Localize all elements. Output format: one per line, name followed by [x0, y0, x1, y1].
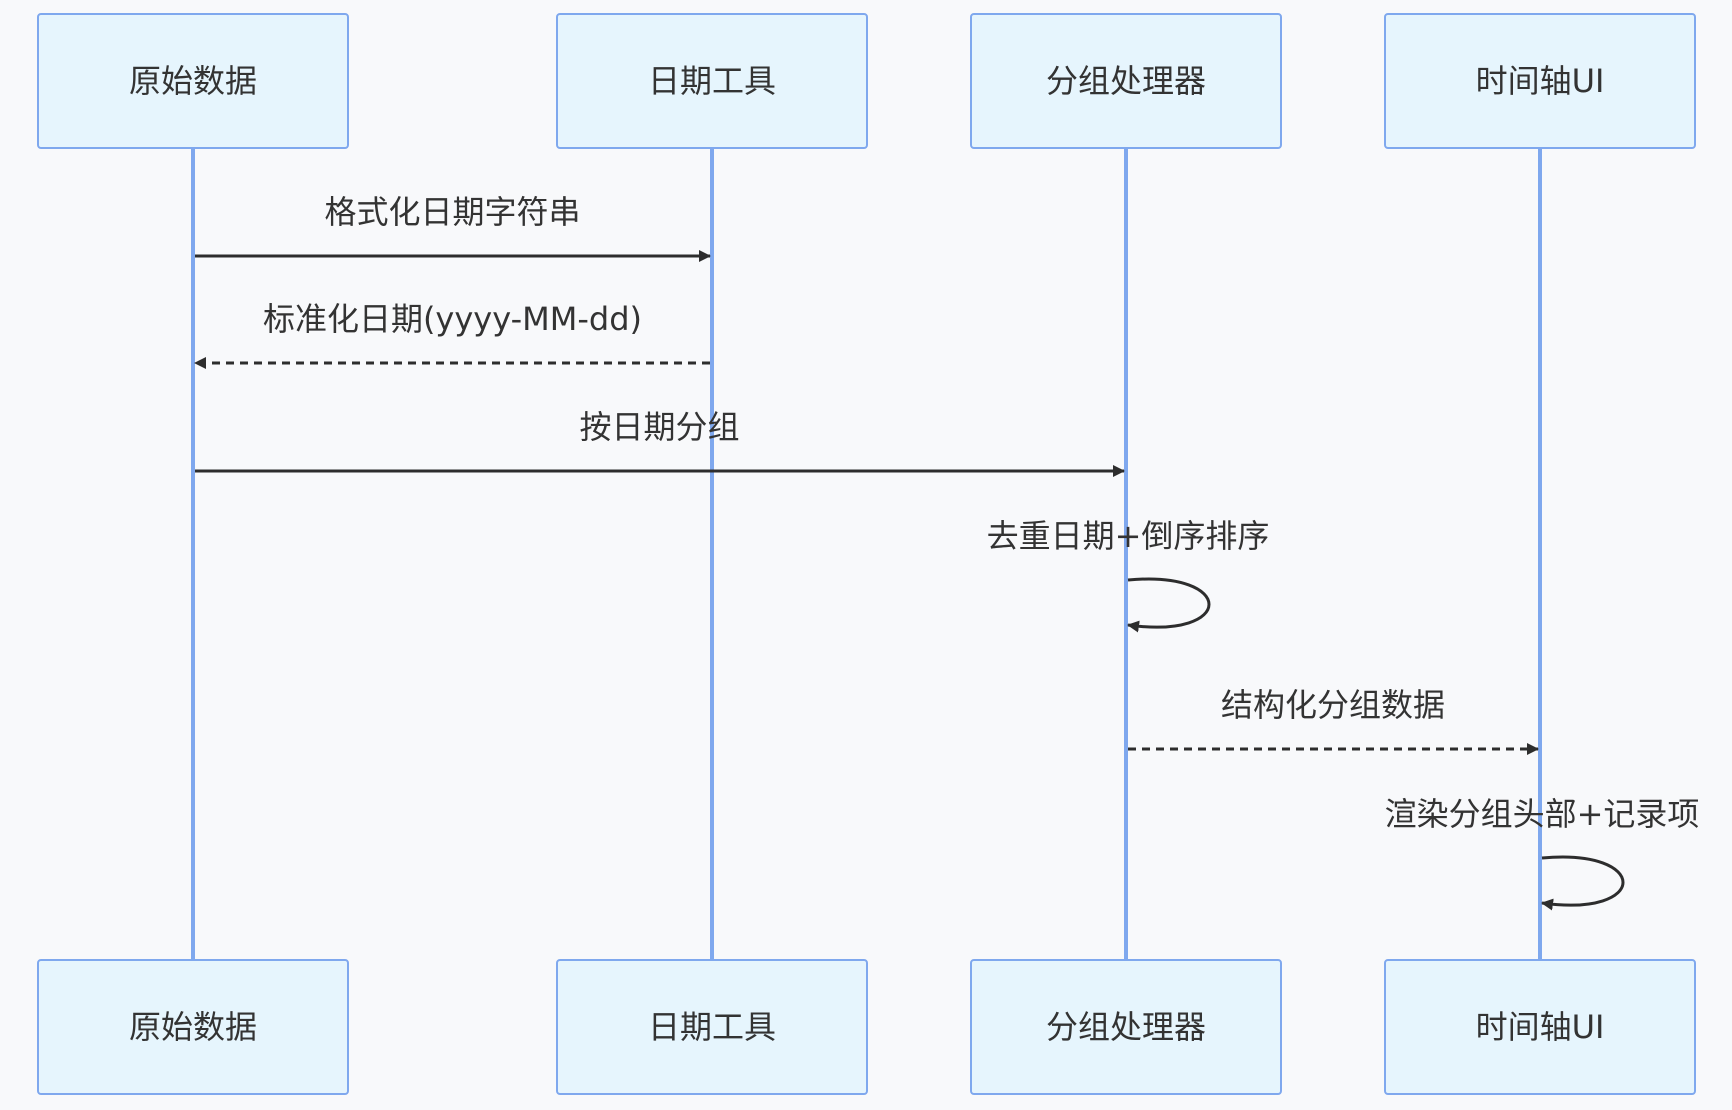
- participant-box: [556, 13, 868, 149]
- participant-top-2: 分组处理器: [970, 13, 1282, 149]
- participant-top-3: 时间轴UI: [1384, 13, 1696, 149]
- message-1: 标准化日期(yyyy-MM-dd): [194, 300, 710, 369]
- message-label: 去重日期+倒序排序: [987, 517, 1270, 555]
- participant-label: 分组处理器: [1046, 1008, 1206, 1046]
- message-2: 按日期分组: [195, 408, 1125, 477]
- message-label: 结构化分组数据: [1221, 686, 1445, 724]
- participant-box: [556, 959, 868, 1095]
- participant-box: [37, 959, 349, 1095]
- participant-box: [970, 959, 1282, 1095]
- message-label: 标准化日期(yyyy-MM-dd): [263, 300, 642, 338]
- message-0: 格式化日期字符串: [195, 193, 711, 262]
- participant-label: 时间轴UI: [1476, 1008, 1605, 1046]
- self-message-arrow: [1541, 855, 1625, 911]
- participant-box: [1384, 13, 1696, 149]
- participant-bottom-3: 时间轴UI: [1384, 959, 1696, 1095]
- message-label: 按日期分组: [579, 408, 739, 446]
- message-label: 渲染分组头部+记录项: [1385, 795, 1700, 833]
- participant-label: 原始数据: [129, 1008, 257, 1046]
- participant-top-1: 日期工具: [556, 13, 868, 149]
- participant-box: [37, 13, 349, 149]
- participant-top-0: 原始数据: [37, 13, 349, 149]
- participant-bottom-1: 日期工具: [556, 959, 868, 1095]
- participant-label: 日期工具: [648, 62, 776, 100]
- lifelines: [191, 148, 1542, 960]
- self-message-arrow: [1127, 577, 1211, 633]
- participant-label: 分组处理器: [1046, 62, 1206, 100]
- participant-label: 日期工具: [648, 1008, 776, 1046]
- message-label: 格式化日期字符串: [324, 193, 580, 231]
- message-4: 结构化分组数据: [1128, 686, 1539, 755]
- participant-label: 时间轴UI: [1476, 62, 1605, 100]
- message-5: 渲染分组头部+记录项: [1385, 795, 1700, 911]
- participant-bottom-2: 分组处理器: [970, 959, 1282, 1095]
- participant-bottom-0: 原始数据: [37, 959, 349, 1095]
- message-3: 去重日期+倒序排序: [987, 517, 1270, 633]
- participant-box: [970, 13, 1282, 149]
- participant-label: 原始数据: [129, 62, 257, 100]
- participant-box: [1384, 959, 1696, 1095]
